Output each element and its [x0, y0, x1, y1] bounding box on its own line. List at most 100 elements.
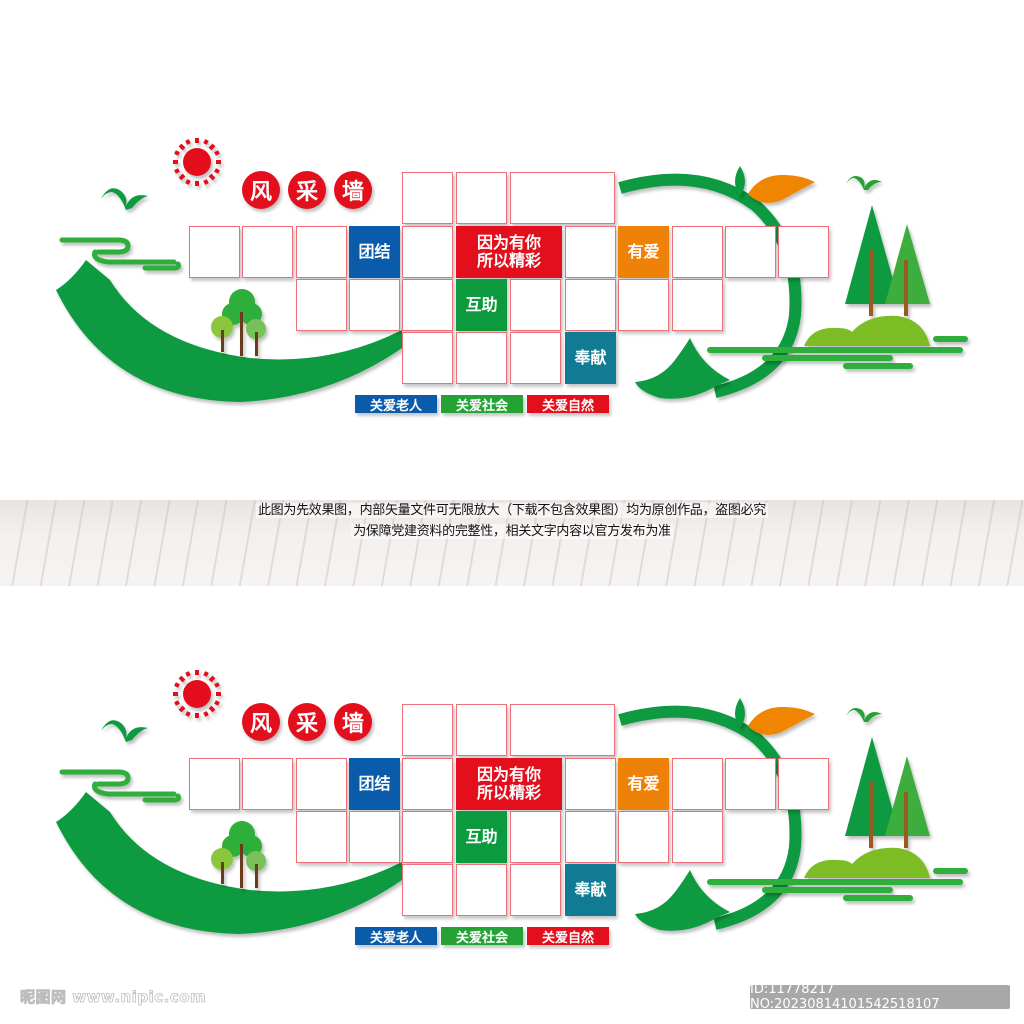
photo-frame	[565, 811, 616, 863]
photo-frame	[672, 758, 723, 810]
photo-frame	[402, 172, 453, 224]
tile-mutual-help: 互助	[456, 811, 507, 863]
photo-frame	[296, 811, 347, 863]
tile-unity: 团结	[349, 226, 400, 278]
photo-frame	[402, 226, 453, 278]
green-leaf-icon	[735, 166, 745, 196]
photo-frame	[565, 226, 616, 278]
photo-frame	[189, 226, 240, 278]
photo-frame	[349, 279, 400, 331]
photo-frame	[296, 279, 347, 331]
photo-frame	[456, 172, 507, 224]
tile-dedication: 奉献	[565, 864, 616, 916]
photo-frame	[242, 226, 293, 278]
photo-frame	[189, 758, 240, 810]
photo-frame	[565, 758, 616, 810]
photo-frame	[725, 758, 776, 810]
orange-leaf-icon	[748, 174, 815, 203]
photo-frame-wide	[510, 704, 615, 756]
photo-frame	[565, 279, 616, 331]
green-swoosh-left	[56, 260, 402, 402]
photo-frame	[242, 758, 293, 810]
tile-love: 有爱	[618, 226, 669, 278]
tree-cluster-left	[211, 289, 266, 356]
photo-frame	[618, 279, 669, 331]
tag-care-society: 关爱社会	[441, 395, 523, 414]
photo-frame	[510, 811, 561, 863]
photo-frame	[510, 864, 561, 916]
tag-care-elderly: 关爱老人	[355, 395, 437, 414]
photo-frame	[510, 332, 561, 384]
design-preview-top: 风 采 墙 团结 因为有你 所以精彩 有爱 互助 奉献 关爱老人 关爱社会 关爱…	[0, 130, 1024, 430]
bird-icon-right	[846, 708, 882, 722]
title-char-feng: 风	[242, 171, 280, 209]
photo-frame	[456, 704, 507, 756]
title-char-qiang: 墙	[334, 703, 372, 741]
photo-frame	[618, 811, 669, 863]
photo-frame	[402, 758, 453, 810]
tile-love: 有爱	[618, 758, 669, 810]
photo-frame	[296, 226, 347, 278]
photo-frame	[778, 226, 829, 278]
design-preview-bottom: 风 采 墙 团结 因为有你 所以精彩 有爱 互助 奉献 关爱老人 关爱社会 关爱…	[0, 662, 1024, 962]
tag-care-society: 关爱社会	[441, 927, 523, 946]
title-char-feng: 风	[242, 703, 280, 741]
green-hills	[804, 847, 930, 878]
photo-frame	[672, 226, 723, 278]
tile-mutual-help: 互助	[456, 279, 507, 331]
bird-icon	[101, 720, 148, 742]
sun-icon	[173, 138, 221, 186]
photo-frame	[672, 811, 723, 863]
photo-frame	[296, 758, 347, 810]
photo-frame	[725, 226, 776, 278]
tile-because-you-line2: 所以精彩	[476, 783, 541, 802]
decoration-layer	[56, 670, 968, 934]
photo-frame	[456, 864, 507, 916]
green-leaf-icon	[735, 698, 745, 728]
notice-line-1: 此图为先效果图，内部矢量文件可无限放大（下载不包含效果图）均为原创作品，盗图必究	[255, 503, 768, 518]
photo-frame	[456, 332, 507, 384]
cloud-lines-left	[59, 237, 181, 271]
bird-icon	[101, 188, 148, 210]
green-hills	[804, 315, 930, 346]
tile-dedication: 奉献	[565, 332, 616, 384]
sun-icon	[173, 670, 221, 718]
photo-frame	[510, 279, 561, 331]
tile-because-you-line1: 因为有你	[476, 765, 541, 785]
tag-care-nature: 关爱自然	[527, 395, 609, 414]
cloud-lines-right	[707, 336, 968, 369]
photo-frame	[349, 811, 400, 863]
tile-because-you-line1: 因为有你	[476, 233, 541, 253]
image-id-badge: ID:11778217 NO:20230814101542518107	[750, 982, 1010, 1012]
orange-leaf-icon	[748, 706, 815, 735]
green-ring-tail	[635, 338, 730, 399]
green-ring-tail	[635, 870, 730, 931]
tree-cluster-left	[211, 821, 266, 888]
cloud-lines-right	[707, 868, 968, 901]
tile-because-you: 因为有你 所以精彩	[456, 758, 562, 810]
photo-frame-wide	[510, 172, 615, 224]
photo-frame	[402, 332, 453, 384]
photo-frame	[672, 279, 723, 331]
decoration-layer	[56, 138, 968, 402]
tile-unity: 团结	[349, 758, 400, 810]
tag-care-nature: 关爱自然	[527, 927, 609, 946]
green-swoosh-left	[56, 792, 402, 934]
bird-icon-right	[846, 176, 882, 190]
pine-trees	[845, 205, 930, 316]
tile-because-you: 因为有你 所以精彩	[456, 226, 562, 278]
photo-frame	[402, 704, 453, 756]
photo-frame	[402, 811, 453, 863]
cloud-lines-left	[59, 769, 181, 803]
site-watermark: 昵图网 www.nipic.com	[20, 988, 207, 1007]
tag-care-elderly: 关爱老人	[355, 927, 437, 946]
title-char-qiang: 墙	[334, 171, 372, 209]
pine-trees	[845, 737, 930, 848]
title-char-cai: 采	[288, 703, 326, 741]
title-char-cai: 采	[288, 171, 326, 209]
tile-because-you-line2: 所以精彩	[476, 251, 541, 270]
photo-frame	[778, 758, 829, 810]
photo-frame	[402, 864, 453, 916]
notice-line-2: 为保障党建资料的完整性，相关文字内容以官方发布为准	[351, 524, 673, 539]
photo-frame	[402, 279, 453, 331]
